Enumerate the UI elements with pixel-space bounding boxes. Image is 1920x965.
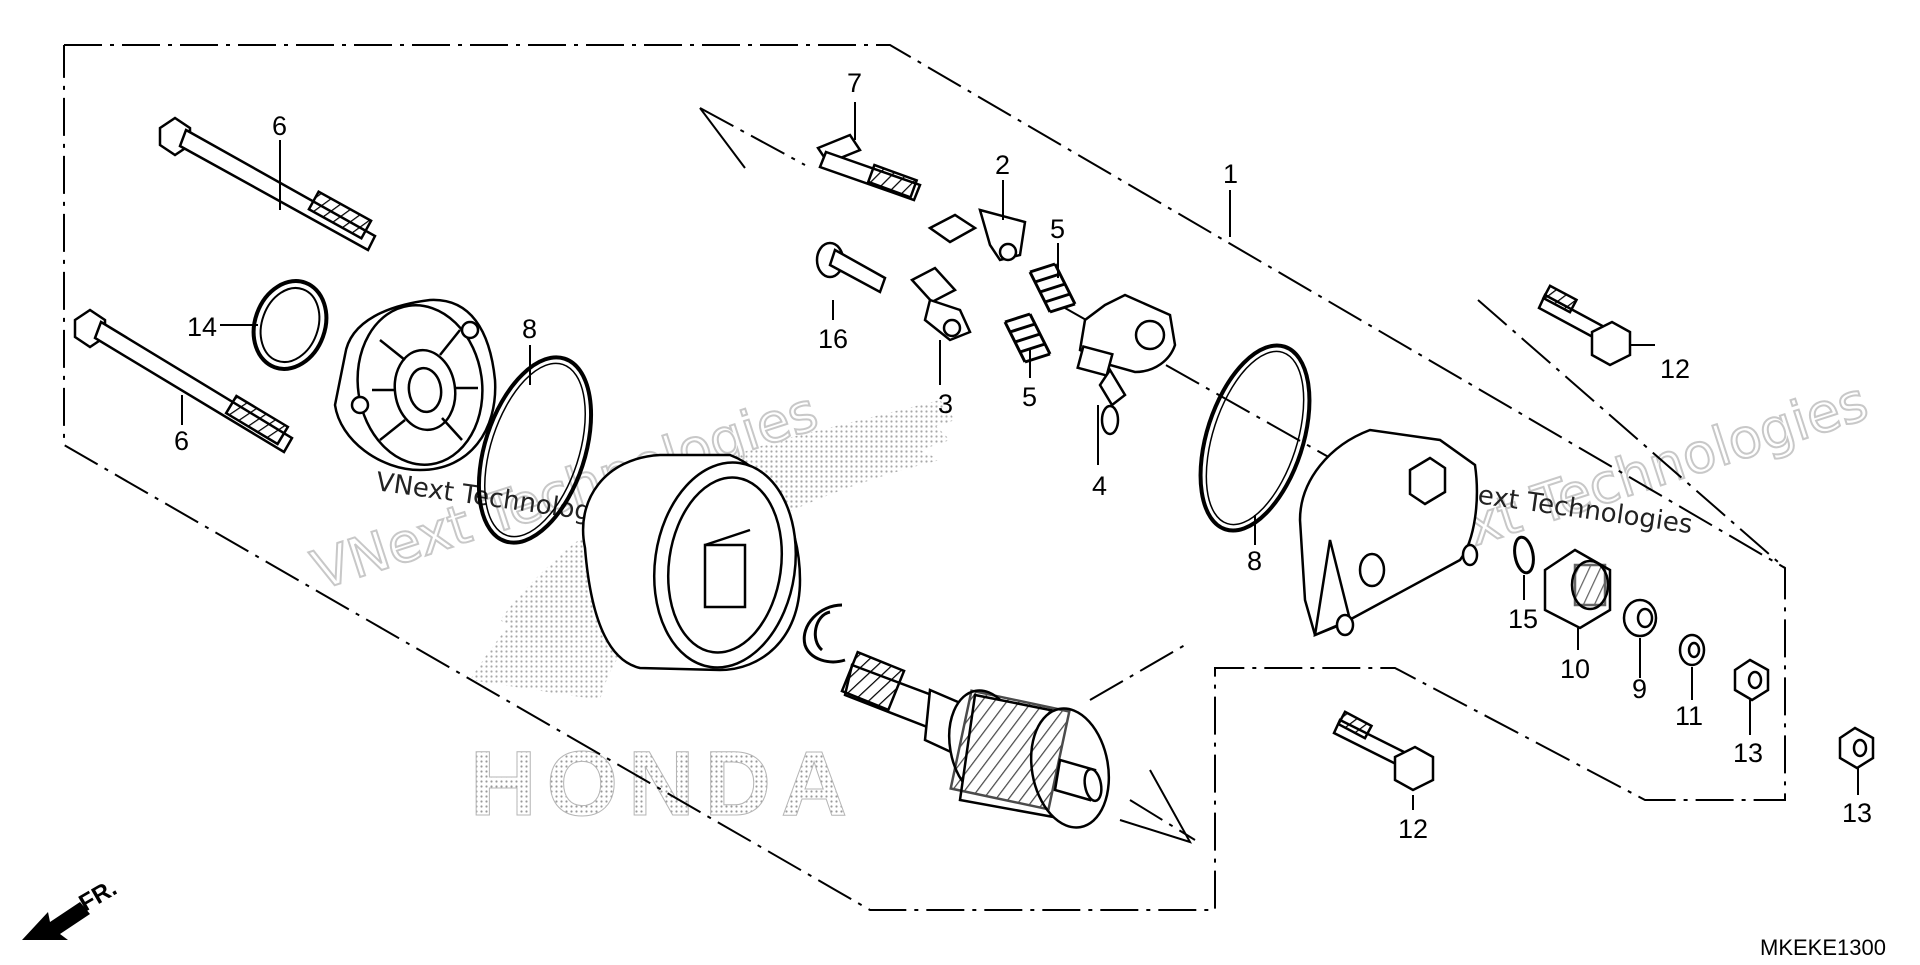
spring-5-upper [1028, 262, 1077, 314]
callout-8-left: 8 [522, 314, 537, 344]
o-ring-14-inner [259, 287, 321, 363]
yoke-housing [581, 453, 802, 672]
callout-10: 10 [1560, 654, 1590, 684]
honda-logo-text: HONDA [470, 733, 857, 835]
watermark-group: VNext Technologies VNext Technologies [304, 369, 1876, 604]
callout-6-upper: 6 [272, 111, 287, 141]
callout-15: 15 [1508, 604, 1538, 634]
front-cover [333, 298, 497, 472]
brush-2 [927, 208, 1027, 262]
callout-5-upper: 5 [1050, 214, 1065, 244]
o-ring-8-left-inner [484, 362, 586, 538]
snap-ring [802, 603, 846, 664]
callout-6-lower: 6 [174, 426, 189, 456]
o-ring-14 [251, 279, 329, 371]
armature [840, 650, 1111, 829]
callout-14: 14 [187, 312, 217, 342]
through-bolt-lower [73, 308, 294, 454]
brush-3 [909, 266, 972, 342]
callout-2: 2 [995, 150, 1010, 180]
callout-4: 4 [1092, 471, 1107, 501]
assembly-boundary [63, 44, 1786, 911]
nut-13-lower [1838, 726, 1875, 770]
callout-3: 3 [938, 389, 953, 419]
terminal-bolt-7 [816, 133, 922, 202]
o-ring-8-right-inner [1205, 350, 1305, 526]
brush-holder-4 [1076, 293, 1177, 436]
diagram-code: MKEKE1300 [1760, 935, 1886, 960]
washer-11 [1678, 633, 1706, 667]
rear-cover [1298, 428, 1479, 638]
callout-numbers: 1 2 3 4 5 5 6 6 7 8 8 9 10 11 12 12 13 1… [174, 68, 1872, 844]
o-ring-8-left [476, 355, 594, 545]
clutch-10 [1543, 548, 1612, 630]
through-bolt-upper [158, 116, 377, 252]
front-direction-marker: FR. [22, 874, 121, 940]
terminal-bolt-16 [815, 241, 887, 294]
leader-lines [181, 102, 1859, 810]
callout-8-right: 8 [1247, 546, 1262, 576]
front-arrow-icon [22, 902, 90, 940]
o-ring-8-right [1198, 343, 1312, 533]
callout-1: 1 [1223, 159, 1238, 189]
callout-12-upper: 12 [1660, 354, 1690, 384]
callout-13-lower: 13 [1842, 798, 1872, 828]
washer-9 [1622, 598, 1658, 638]
callout-9: 9 [1632, 674, 1647, 704]
nut-13-upper [1733, 658, 1770, 702]
bolt-12-lower [1332, 710, 1435, 792]
callout-13-upper: 13 [1733, 738, 1763, 768]
callout-12-lower: 12 [1398, 814, 1428, 844]
axis-arrow-marks [699, 107, 1193, 844]
callout-11: 11 [1675, 701, 1703, 731]
bolt-12-upper [1537, 284, 1632, 367]
seal-15 [1513, 535, 1535, 575]
spring-5-lower [1003, 312, 1052, 364]
callout-16: 16 [818, 324, 848, 354]
callout-7: 7 [847, 68, 862, 98]
callout-5-lower: 5 [1022, 382, 1037, 412]
